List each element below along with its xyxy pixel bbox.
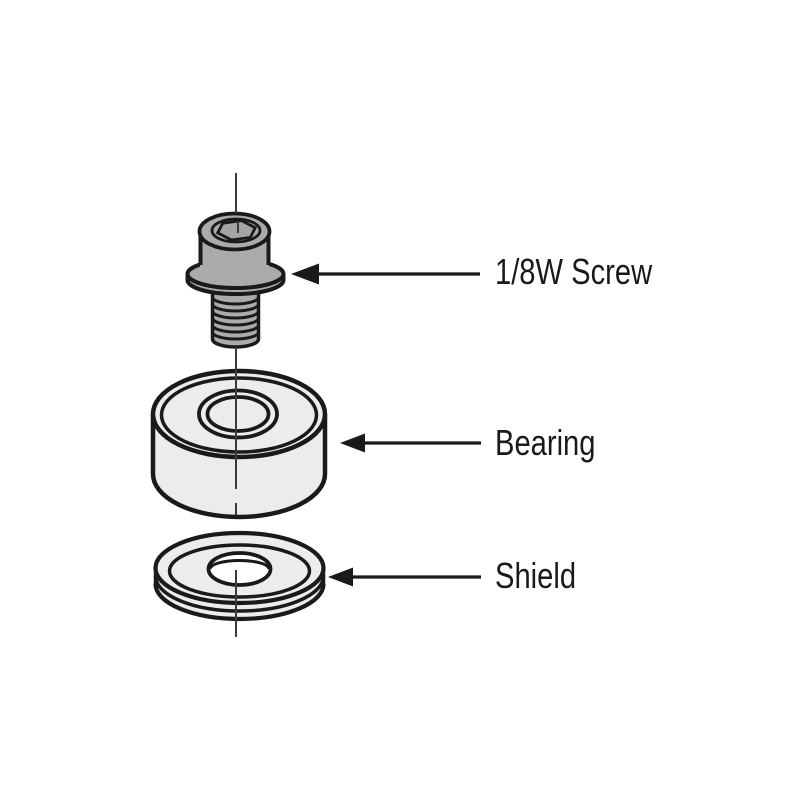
shield-hole [206,551,273,587]
shield-mid-edge [153,575,326,613]
bearing-arrowhead [340,433,365,453]
shield-label: Shield [495,555,576,596]
bearing-arrow [340,433,481,453]
bearing-chamfer-ring [159,376,319,454]
shield-bottom-edge [153,583,326,622]
shield-drawing [153,530,326,622]
screw-label: 1/8W Screw [495,251,652,292]
screw-socket-rim [210,217,262,244]
bearing-label: Bearing [495,422,595,463]
screw-hex-socket [215,219,258,242]
screw-arrowhead [291,263,319,285]
bearing-inner-ring-inner [205,395,271,433]
screw-thread-bands [211,296,260,341]
bearing-top-face [150,368,328,460]
shield-arrow [328,567,481,587]
screw-drawing [185,211,286,349]
bearing-inner-ring-outer [197,388,279,440]
screw-arrow [291,263,480,285]
bearing-drawing [150,368,328,520]
shield-hole-rim [208,559,271,570]
shield-arrowhead [328,567,353,587]
shield-step-ring [167,543,312,599]
